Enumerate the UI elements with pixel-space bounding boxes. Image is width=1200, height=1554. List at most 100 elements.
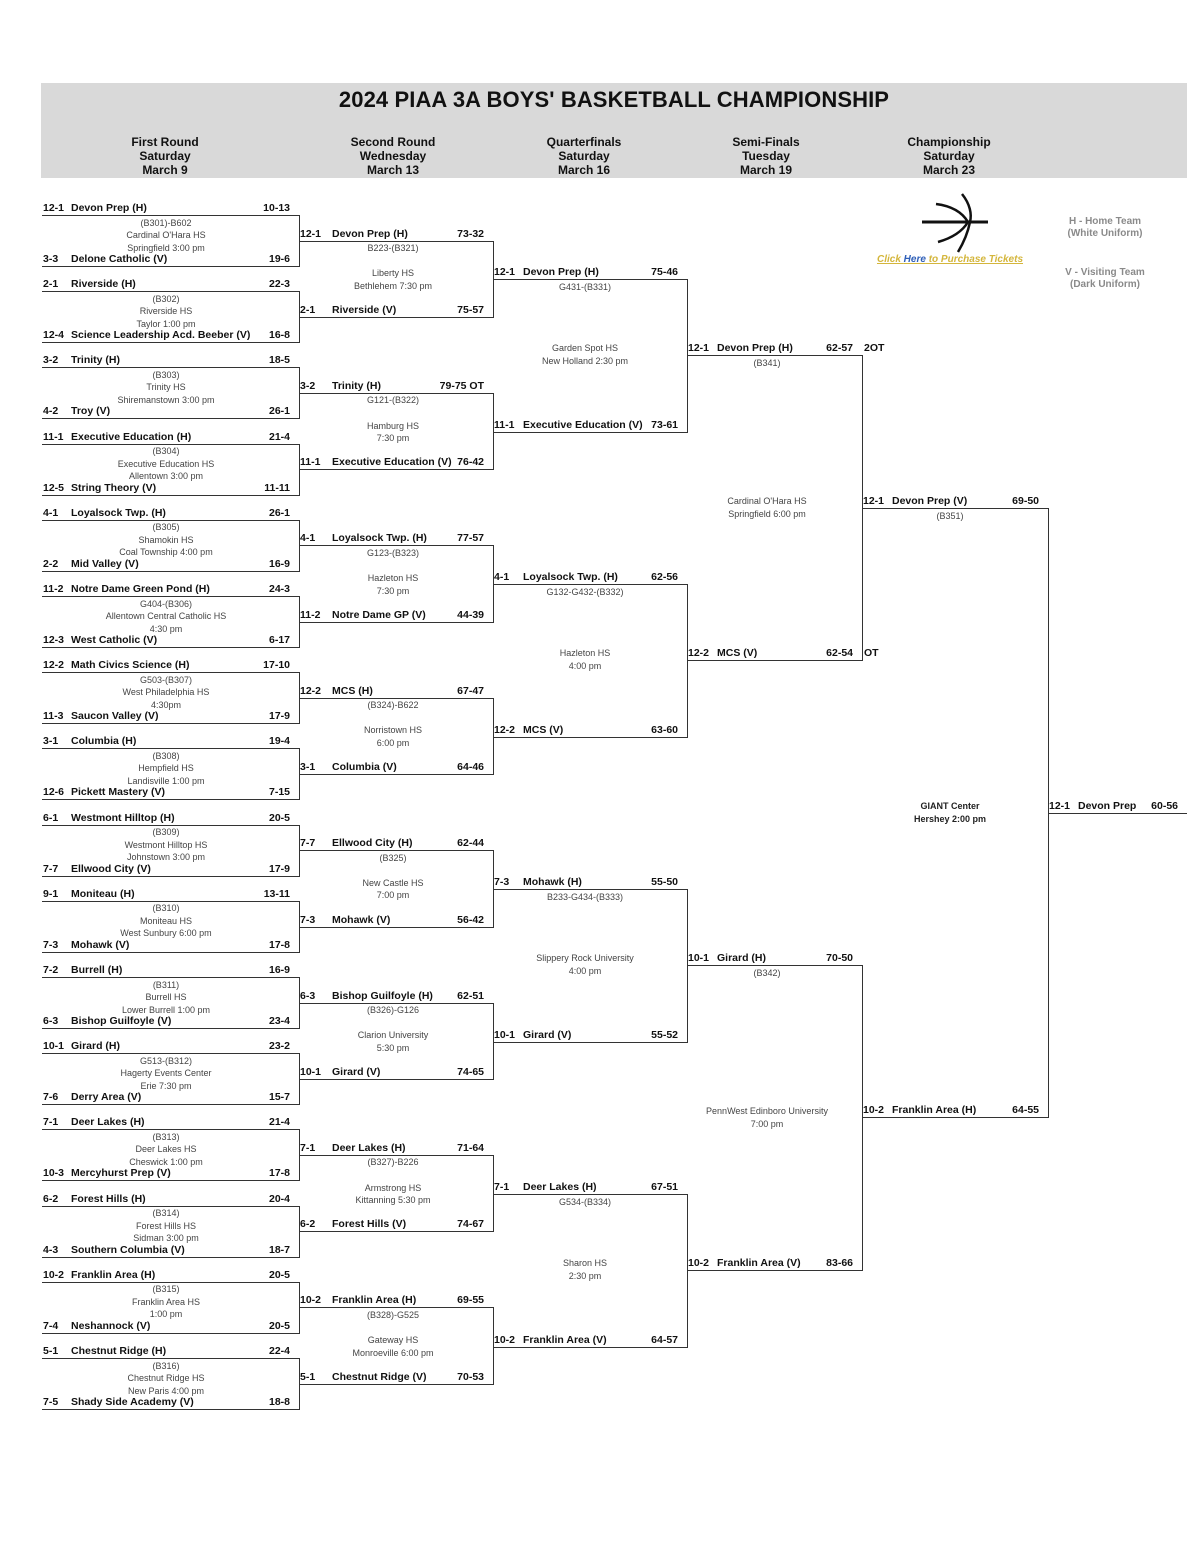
- game-code: (B305): [152, 522, 180, 533]
- seed: 4-1: [494, 571, 510, 583]
- seed: 7-1: [43, 1116, 59, 1129]
- team-name: Science Leadership Acd. Beeber (V): [71, 329, 251, 342]
- team-name: Pickett Mastery (V): [71, 786, 165, 799]
- time: Hershey 2:00 pm: [913, 813, 987, 824]
- spacer: [298, 1321, 488, 1334]
- seed: 7-3: [43, 938, 59, 951]
- seed: 3-3: [43, 253, 59, 265]
- seed: 7-3: [300, 913, 316, 926]
- time: Monroeville 6:00 pm: [352, 1347, 434, 1358]
- venue: Deer Lakes HS: [135, 1144, 197, 1155]
- game-info: (B351): [860, 510, 1040, 523]
- team-name: MCS (H): [332, 684, 373, 697]
- seed: 6-3: [43, 1015, 59, 1027]
- score: 83-66: [826, 1257, 853, 1269]
- game-code: (B328)-G525: [366, 1309, 420, 1320]
- venue: New Castle HS: [362, 877, 424, 888]
- score: 77-57: [457, 532, 484, 545]
- seed: 4-1: [43, 506, 59, 519]
- time: Bethlehem 7:30 pm: [353, 280, 433, 291]
- team-name: Franklin Area (H): [71, 1268, 156, 1281]
- time: 7:30 pm: [376, 433, 410, 444]
- bracket-connector: [493, 1307, 494, 1385]
- venue: GIANT Center: [920, 801, 980, 811]
- seed: 10-2: [863, 1104, 885, 1116]
- venue: Liberty HS: [371, 268, 415, 279]
- score: 74-67: [457, 1218, 484, 1231]
- score: 18-8: [268, 1396, 290, 1408]
- team-name: Derry Area (V): [71, 1091, 142, 1104]
- bracket-connector: [862, 965, 863, 1271]
- score: 62-56: [651, 571, 678, 583]
- time: Springfield 3:00 pm: [127, 242, 205, 253]
- score: 17-9: [268, 710, 290, 723]
- spacer: [298, 407, 488, 420]
- seed: 12-2: [494, 723, 516, 736]
- game-info: B233-G434-(B333): [490, 891, 680, 904]
- game-code: (B301)-B602: [140, 217, 192, 228]
- venue: Westmont Hilltop HS: [124, 839, 208, 850]
- time: Sidman 3:00 pm: [133, 1233, 199, 1244]
- spacer: [298, 864, 488, 877]
- seed: 12-1: [1049, 800, 1071, 812]
- seed: 10-1: [43, 1040, 65, 1053]
- round-header-championship: Championship Saturday March 23: [907, 135, 991, 177]
- score: 18-5: [268, 354, 290, 367]
- bracket-connector: [493, 1002, 494, 1080]
- game-code: (B314): [152, 1208, 180, 1219]
- team-name: Southern Columbia (V): [71, 1243, 185, 1256]
- score: 20-5: [268, 1319, 290, 1332]
- seed: 2-2: [43, 557, 59, 570]
- score: 21-4: [268, 1116, 290, 1129]
- score: 22-4: [268, 1345, 290, 1357]
- team-name: Franklin Area (H): [892, 1104, 977, 1116]
- game-code: (B308): [152, 750, 180, 761]
- seed: 2-1: [300, 304, 316, 316]
- team-name: Loyalsock Twp. (H): [332, 532, 427, 545]
- venue: Riverside HS: [139, 306, 193, 317]
- legend-home-team: H - Home Team (White Uniform): [1067, 216, 1143, 239]
- score: 64-57: [651, 1333, 678, 1346]
- seed: 11-1: [494, 418, 515, 431]
- seed: 10-2: [43, 1268, 65, 1281]
- game-code: (B351): [936, 510, 964, 521]
- team-name: Executive Education (H): [71, 430, 192, 443]
- score: 16-9: [268, 964, 290, 976]
- team-name: Devon Prep (H): [71, 202, 147, 214]
- score: 10-13: [263, 202, 290, 214]
- seed: 7-2: [43, 964, 59, 976]
- team-name: Executive Education (V): [332, 456, 452, 469]
- team-name: Devon Prep (H): [523, 266, 599, 278]
- seed: 11-1: [300, 456, 321, 469]
- team-name: Bishop Guilfoyle (V): [71, 1015, 172, 1027]
- round-header-second-round: Second Round Wednesday March 13: [350, 135, 436, 177]
- team-name: Devon Prep: [1078, 800, 1137, 812]
- team-name: Executive Education (V): [523, 418, 643, 431]
- team-name: Westmont Hilltop (H): [71, 811, 175, 824]
- purchase-tickets-link[interactable]: Click Here to Purchase Tickets: [876, 254, 1024, 265]
- team-name: Neshannock (V): [71, 1319, 151, 1332]
- basketball-icon: [922, 193, 988, 253]
- team-name: Franklin Area (V): [717, 1257, 801, 1269]
- time: New Paris 4:00 pm: [127, 1385, 205, 1396]
- team-name: Mohawk (V): [332, 913, 391, 926]
- seed: 12-5: [43, 481, 65, 494]
